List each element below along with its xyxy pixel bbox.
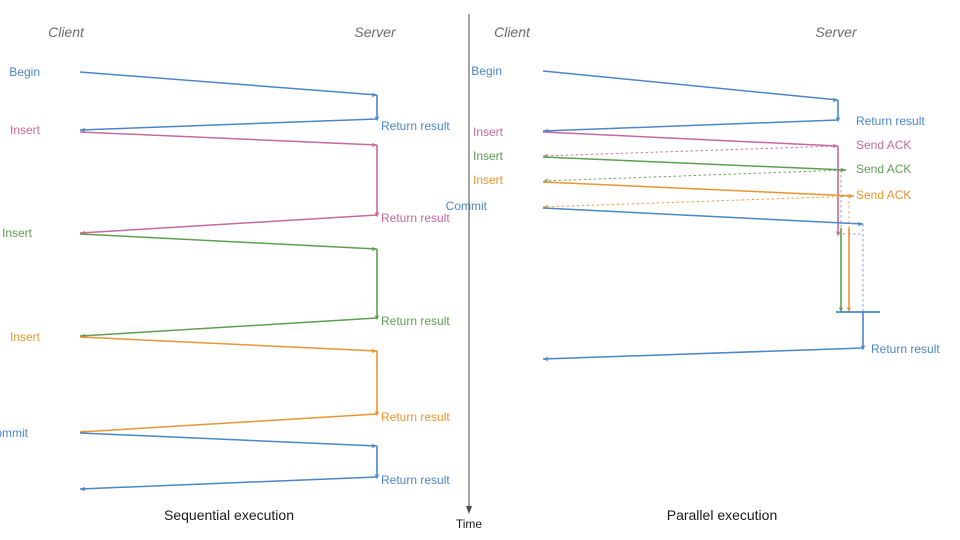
message-arrow-pink-3[interactable] bbox=[542, 145, 839, 159]
message-arrow-blue-0[interactable] bbox=[79, 71, 378, 98]
message-arrow-green-5[interactable] bbox=[79, 317, 378, 339]
message-label-commit: Commit bbox=[446, 199, 488, 213]
message-label-return-result: Return result bbox=[381, 473, 450, 487]
message-label-return-result: Return result bbox=[381, 119, 450, 133]
message-arrow-blue-9[interactable] bbox=[542, 347, 864, 362]
message-label-return-result: Return result bbox=[871, 342, 940, 356]
message-arrow-green-5[interactable] bbox=[542, 169, 847, 184]
message-label-begin: Begin bbox=[471, 64, 502, 78]
message-label-begin: Begin bbox=[9, 65, 40, 79]
message-arrow-orange-7[interactable] bbox=[542, 195, 855, 210]
time-axis-label: Time bbox=[456, 517, 483, 531]
message-label-return-result: Return result bbox=[381, 410, 450, 424]
message-label-insert: Insert bbox=[473, 149, 504, 163]
message-arrow-orange-6[interactable] bbox=[542, 181, 855, 199]
message-arrow-green-4[interactable] bbox=[542, 156, 847, 173]
lane-title-server: Server bbox=[354, 24, 397, 40]
panel-caption-sequential: Sequential execution bbox=[164, 507, 294, 523]
message-arrow-pink-3[interactable] bbox=[79, 214, 378, 236]
message-arrow-orange-6[interactable] bbox=[79, 336, 378, 354]
lane-title-client: Client bbox=[48, 24, 85, 40]
message-label-insert: Insert bbox=[10, 123, 41, 137]
message-label-return-result: Return result bbox=[856, 114, 925, 128]
message-arrow-green-4[interactable] bbox=[79, 233, 378, 252]
time-axis-arrowhead bbox=[466, 506, 472, 514]
message-arrow-blue-9[interactable] bbox=[79, 476, 378, 492]
message-arrow-pink-2[interactable] bbox=[79, 131, 378, 148]
message-label-insert: Insert bbox=[473, 173, 504, 187]
message-arrow-blue-1[interactable] bbox=[542, 119, 839, 134]
message-arrow-blue-1[interactable] bbox=[79, 118, 378, 133]
message-label-insert: Insert bbox=[10, 330, 41, 344]
message-arrow-pink-2[interactable] bbox=[542, 131, 839, 149]
lane-title-server: Server bbox=[815, 24, 858, 40]
lane-title-client: Client bbox=[494, 24, 531, 40]
message-label-commit: Commit bbox=[0, 426, 29, 440]
message-label-insert: Insert bbox=[473, 125, 504, 139]
message-label-send-ack: Send ACK bbox=[856, 162, 911, 176]
message-arrow-blue-8[interactable] bbox=[542, 207, 864, 227]
message-label-insert: Insert bbox=[2, 226, 33, 240]
message-arrow-blue-8[interactable] bbox=[79, 432, 378, 449]
message-label-send-ack: Send ACK bbox=[856, 188, 911, 202]
message-arrow-orange-7[interactable] bbox=[79, 413, 378, 435]
message-label-return-result: Return result bbox=[381, 314, 450, 328]
message-arrow-blue-0[interactable] bbox=[542, 70, 839, 103]
time-axis: Time bbox=[456, 14, 483, 531]
panel-caption-parallel: Parallel execution bbox=[667, 507, 778, 523]
message-label-return-result: Return result bbox=[381, 211, 450, 225]
message-label-send-ack: Send ACK bbox=[856, 138, 911, 152]
